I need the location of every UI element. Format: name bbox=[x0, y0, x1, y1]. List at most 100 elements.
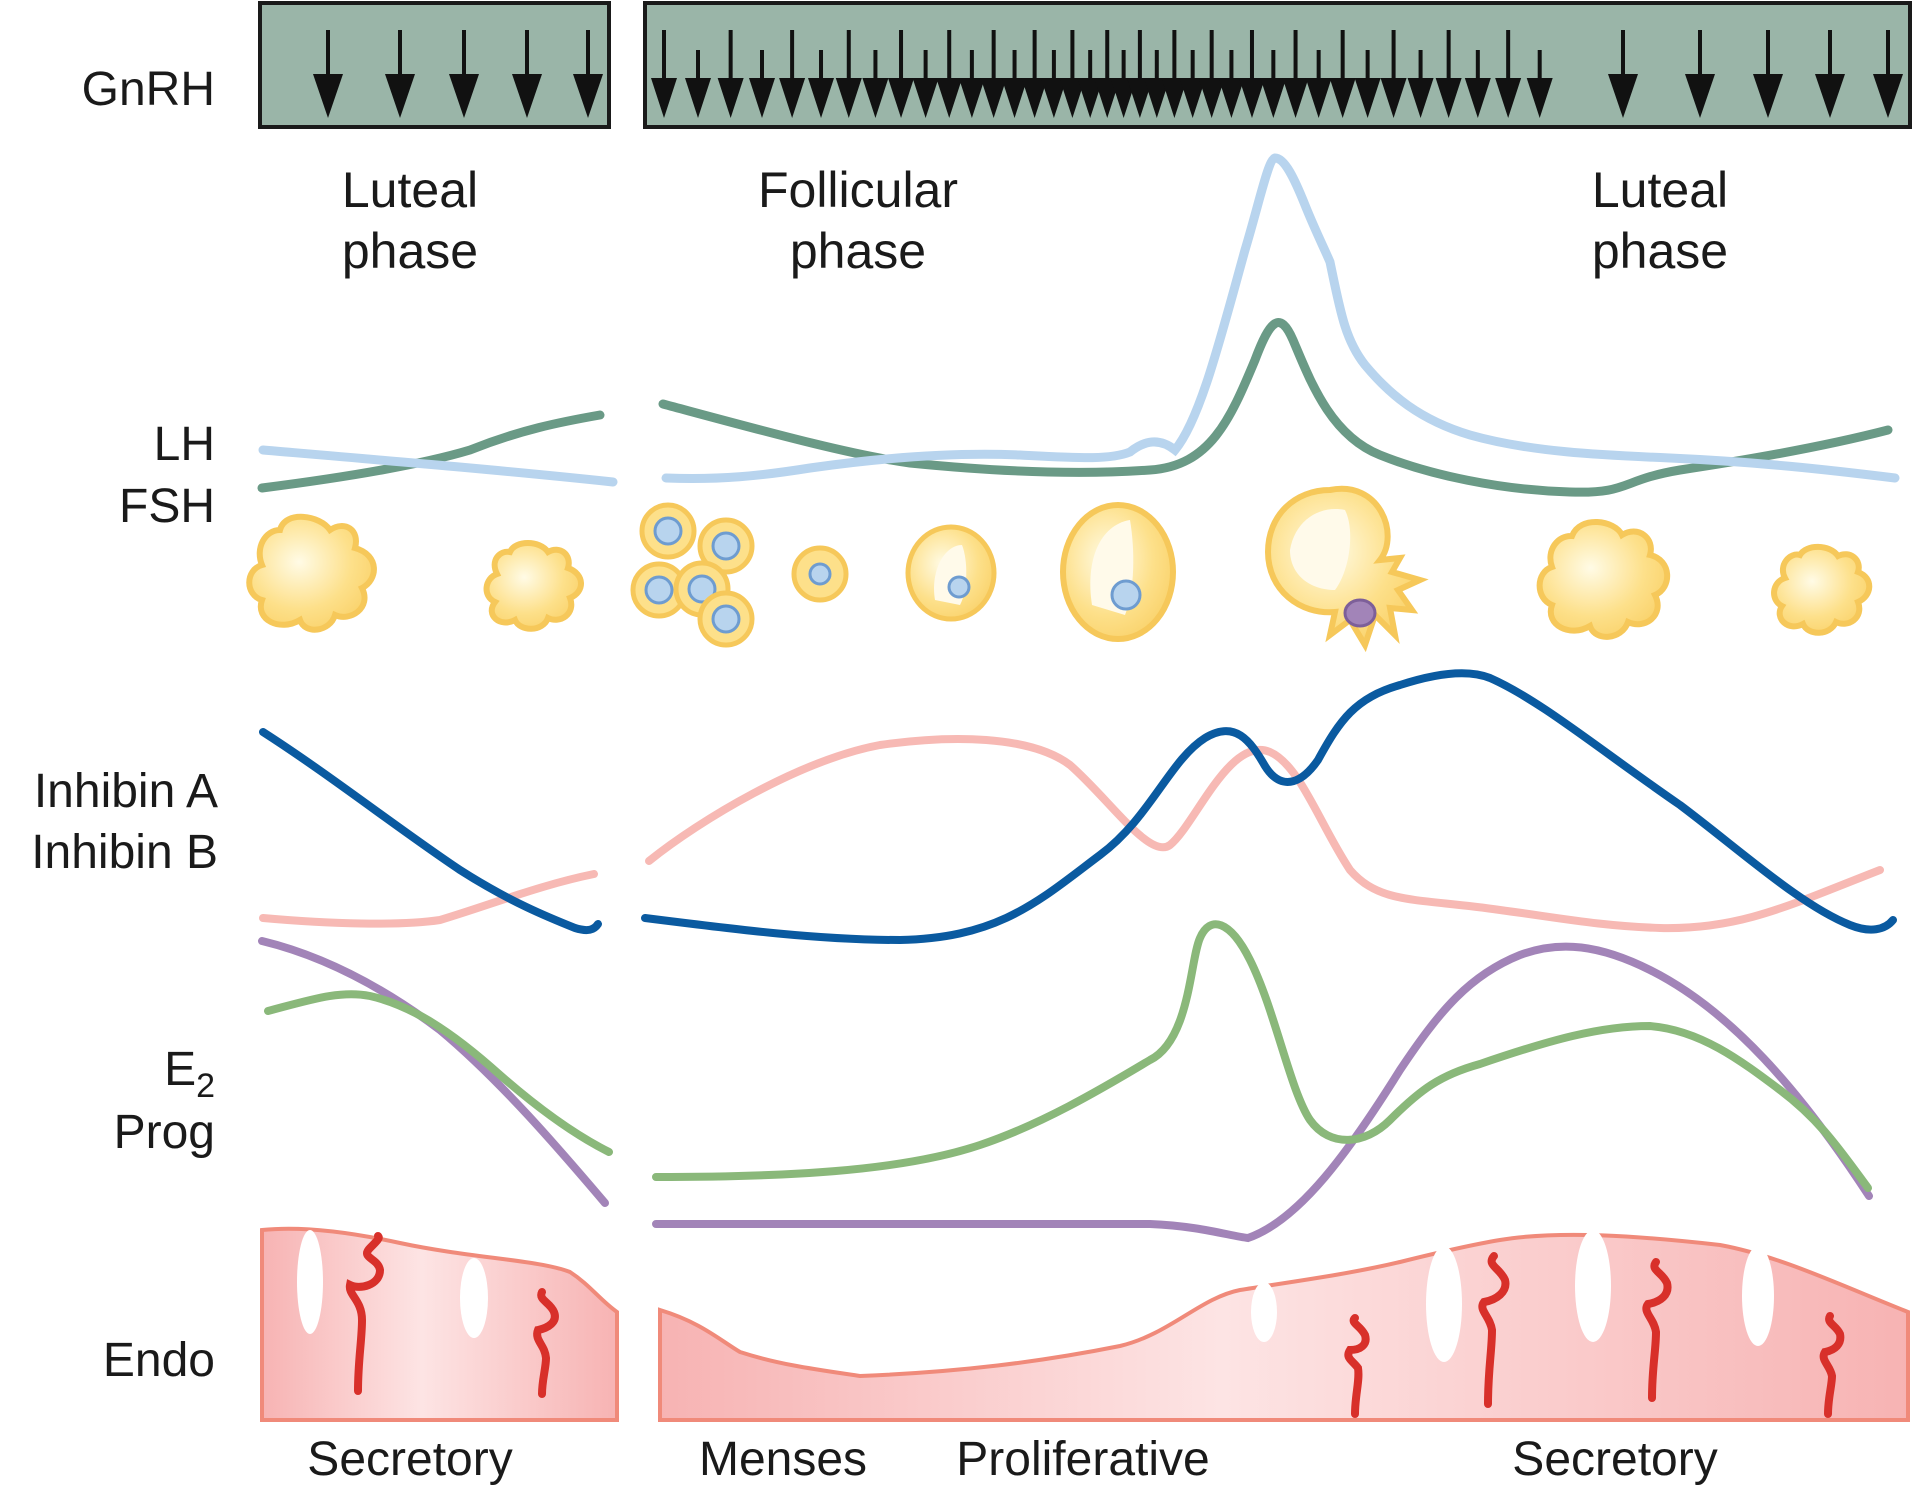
prog-label: Prog bbox=[114, 1106, 215, 1159]
gnrh-pulse-arrowhead bbox=[980, 78, 1007, 118]
endometrial-gland-lumen bbox=[1426, 1246, 1462, 1362]
lh-curve-right bbox=[661, 153, 1900, 484]
gnrh-pulse-arrowhead bbox=[1282, 78, 1309, 118]
gnrh-pulse-arrowhead bbox=[1464, 78, 1491, 118]
gnrh-pulse-arrowhead bbox=[512, 74, 542, 118]
endo-phase-proliferative: Proliferative bbox=[956, 1433, 1209, 1486]
spiral-artery-icon bbox=[1344, 1314, 1370, 1418]
e2-subscript: 2 bbox=[196, 1067, 215, 1105]
gnrh-pulse-arrowhead bbox=[313, 74, 343, 118]
inhibin-b-curve-right bbox=[645, 735, 1884, 933]
inhibin-a-curve-right bbox=[641, 669, 1897, 945]
gnrh-pulse-arrowhead bbox=[1873, 74, 1903, 118]
antral-follicle-icon bbox=[1060, 502, 1176, 642]
phase-label-luteal-left: Luteal phase bbox=[342, 162, 478, 279]
endometrial-gland-lumen bbox=[1742, 1246, 1774, 1346]
gnrh-pulse-arrowhead bbox=[685, 78, 711, 118]
gnrh-pulse-arrowhead bbox=[1126, 78, 1153, 118]
endo-phase-secretory-right: Secretory bbox=[1512, 1433, 1717, 1486]
gnrh-pulse-arrowhead bbox=[1685, 74, 1715, 118]
endometrium-panel-left bbox=[260, 1226, 619, 1422]
gnrh-pulse-arrowhead bbox=[1815, 74, 1845, 118]
phase-luteal-right-line2: phase bbox=[1592, 223, 1728, 279]
gnrh-pulse-panel-left bbox=[258, 1, 611, 129]
primary-follicle-icon bbox=[791, 545, 849, 603]
gnrh-pulse-arrowhead bbox=[717, 78, 744, 118]
gnrh-pulse-arrowhead bbox=[1198, 78, 1225, 118]
gnrh-pulse-arrowhead bbox=[1407, 78, 1434, 118]
gnrh-pulse-arrowhead bbox=[1608, 74, 1638, 118]
secondary-follicle-icon bbox=[905, 524, 997, 622]
spiral-artery-icon bbox=[533, 1288, 559, 1398]
e2-curve-right bbox=[652, 920, 1872, 1192]
gnrh-pulse-arrowhead bbox=[888, 78, 915, 118]
gnrh-pulse-arrowhead bbox=[1753, 74, 1783, 118]
gnrh-pulse-arrowhead bbox=[1238, 78, 1265, 118]
gnrh-pulse-arrowhead bbox=[1179, 78, 1206, 118]
spiral-artery-icon bbox=[1642, 1258, 1672, 1402]
fsh-curve-right bbox=[658, 318, 1893, 497]
gnrh-pulse-arrowhead bbox=[912, 78, 939, 118]
gnrh-pulse-arrowhead bbox=[651, 78, 677, 118]
inhibin-curves bbox=[259, 669, 1897, 945]
lh-fsh-curves bbox=[257, 153, 1900, 497]
corpus-luteum-regressing-icon bbox=[483, 540, 584, 632]
primordial-follicle-cluster bbox=[630, 502, 755, 648]
fsh-label: FSH bbox=[119, 480, 215, 533]
phase-luteal-right-line1: Luteal bbox=[1592, 162, 1728, 218]
gnrh-pulse-arrowhead bbox=[1354, 78, 1381, 118]
prog-curve-right bbox=[652, 942, 1873, 1243]
corpus-luteum-right-icon bbox=[1536, 519, 1671, 640]
phase-follicular-line2: phase bbox=[790, 223, 926, 279]
gnrh-pulse-arrowhead bbox=[1380, 78, 1407, 118]
endo-phase-secretory-left: Secretory bbox=[307, 1433, 512, 1486]
gnrh-pulse-arrowhead bbox=[1077, 78, 1104, 118]
phase-label-luteal-right: Luteal phase bbox=[1592, 162, 1728, 279]
gnrh-pulse-arrowhead bbox=[1526, 78, 1553, 118]
e2-curve-left bbox=[264, 990, 613, 1156]
gnrh-pulse-arrowhead bbox=[1260, 78, 1287, 118]
gnrh-pulse-arrowhead bbox=[1435, 78, 1462, 118]
gnrh-pulse-arrowhead bbox=[749, 78, 776, 118]
gnrh-pulse-arrowhead bbox=[808, 78, 835, 118]
gnrh-pulse-panel-right bbox=[643, 1, 1912, 129]
gnrh-pulse-arrowhead bbox=[1110, 78, 1137, 118]
gnrh-pulse-arrows-right bbox=[651, 30, 1903, 118]
inhibin-b-curve-left bbox=[259, 870, 598, 928]
endometrial-gland-lumen bbox=[1251, 1282, 1277, 1342]
corpus-luteum-regressing-right-icon bbox=[1771, 543, 1873, 636]
phase-follicular-line1: Follicular bbox=[758, 162, 958, 218]
inhibin-a-curve-left bbox=[259, 728, 602, 935]
ovarian-follicles-row bbox=[246, 485, 1873, 653]
corpus-luteum-icon bbox=[246, 513, 377, 633]
gnrh-pulse-arrowhead bbox=[1059, 78, 1086, 118]
phase-luteal-left-line2: phase bbox=[342, 223, 478, 279]
endometrial-gland-lumen bbox=[460, 1258, 488, 1338]
e2-prog-curves bbox=[258, 920, 1873, 1243]
gnrh-pulse-arrowhead bbox=[449, 74, 479, 118]
spiral-artery-icon bbox=[1478, 1252, 1510, 1408]
gnrh-pulse-arrowhead bbox=[1021, 78, 1048, 118]
ovulating-follicle-icon bbox=[1264, 485, 1429, 653]
endometrial-gland-lumen bbox=[1575, 1230, 1611, 1342]
spiral-artery-icon bbox=[1819, 1312, 1845, 1418]
gnrh-pulse-arrowhead bbox=[385, 74, 415, 118]
gnrh-pulse-arrowhead bbox=[862, 78, 889, 118]
gnrh-label: GnRH bbox=[82, 63, 215, 116]
lh-curve-left bbox=[258, 445, 618, 487]
e2-letter: E bbox=[164, 1043, 196, 1096]
phase-luteal-left-line1: Luteal bbox=[342, 162, 478, 218]
lh-label: LH bbox=[154, 418, 215, 471]
gnrh-pulse-arrowhead bbox=[1001, 78, 1028, 118]
gnrh-pulse-arrowhead bbox=[1495, 78, 1522, 118]
gnrh-pulse-arrowhead bbox=[1143, 78, 1170, 118]
gnrh-pulse-arrowhead bbox=[1161, 78, 1188, 118]
phase-label-follicular: Follicular phase bbox=[758, 162, 958, 279]
gnrh-pulse-arrowhead bbox=[1094, 78, 1121, 118]
gnrh-pulse-arrowhead bbox=[1329, 78, 1356, 118]
endo-label: Endo bbox=[103, 1334, 215, 1387]
gnrh-pulse-arrowhead bbox=[835, 78, 862, 118]
e2-label: E2 bbox=[164, 1043, 215, 1105]
endometrial-gland-lumen bbox=[297, 1230, 323, 1334]
